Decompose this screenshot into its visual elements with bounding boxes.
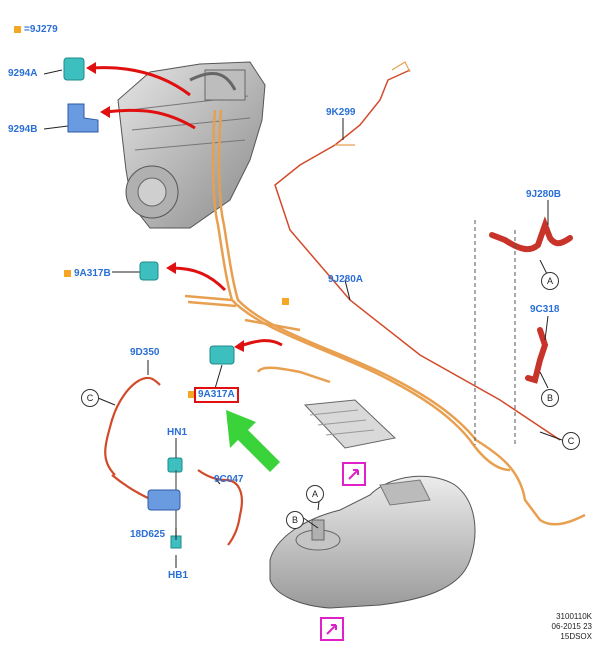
label-9294b[interactable]: 9294B <box>8 124 38 135</box>
pipe-9j280b <box>489 216 573 253</box>
fuel-tank <box>269 475 476 609</box>
red-arrows <box>91 66 283 348</box>
label-9k299[interactable]: 9K299 <box>326 107 356 118</box>
label-hb1[interactable]: HB1 <box>168 570 189 581</box>
fuel-return-lines <box>274 69 561 441</box>
magnifier-icon-shield[interactable] <box>342 462 366 486</box>
label-9j280a[interactable]: 9J280A <box>328 274 364 285</box>
label-18d625[interactable]: 18D625 <box>130 529 166 540</box>
reference-line-2: 06-2015 23 <box>551 622 592 631</box>
reference-code: 3100110K 06-2015 23 15DSOX <box>552 612 592 642</box>
heat-shield <box>303 399 397 449</box>
leader-lines <box>43 69 563 568</box>
bracket-9a317b <box>139 261 159 281</box>
red-arrowheads <box>86 62 244 352</box>
callout-b-upper: B <box>541 389 559 407</box>
callout-c-left: C <box>81 389 99 407</box>
bracket-9294b <box>67 103 99 133</box>
reference-line-1: 3100110K <box>556 612 592 621</box>
label-9c318[interactable]: 9C318 <box>530 304 560 315</box>
bracket-9294a <box>63 57 85 81</box>
callout-a-upper: A <box>541 272 559 290</box>
label-9294a[interactable]: 9294A <box>8 68 38 79</box>
label-9a317b[interactable]: 9A317B <box>74 268 111 279</box>
line-9k299 <box>335 61 411 146</box>
pipe-9c318 <box>525 327 549 384</box>
legend-marker-9a317b <box>64 270 71 277</box>
legend-marker-9a317a <box>188 391 195 398</box>
magnifier-icon-tank[interactable] <box>320 617 344 641</box>
fuel-filter-module <box>147 457 183 549</box>
bracket-9a317a <box>209 345 235 365</box>
label-9d350[interactable]: 9D350 <box>130 347 160 358</box>
callout-guides <box>474 220 516 445</box>
green-arrow <box>226 410 280 472</box>
engine-illustration <box>117 61 266 229</box>
label-9j280b[interactable]: 9J280B <box>526 189 562 200</box>
legend-code: =9J279 <box>24 24 58 35</box>
legend-marker-9j280a <box>282 298 289 305</box>
label-9c047[interactable]: 9C047 <box>214 474 244 485</box>
fuel-supply-lines <box>184 109 586 526</box>
label-hn1[interactable]: HN1 <box>167 427 188 438</box>
callout-c-right: C <box>562 432 580 450</box>
callout-b-tank: B <box>286 511 304 529</box>
legend-swatch <box>14 26 21 33</box>
callout-a-tank: A <box>306 485 324 503</box>
reference-line-3: 15DSOX <box>560 632 592 641</box>
label-9a317a[interactable]: 9A317A <box>194 387 239 403</box>
